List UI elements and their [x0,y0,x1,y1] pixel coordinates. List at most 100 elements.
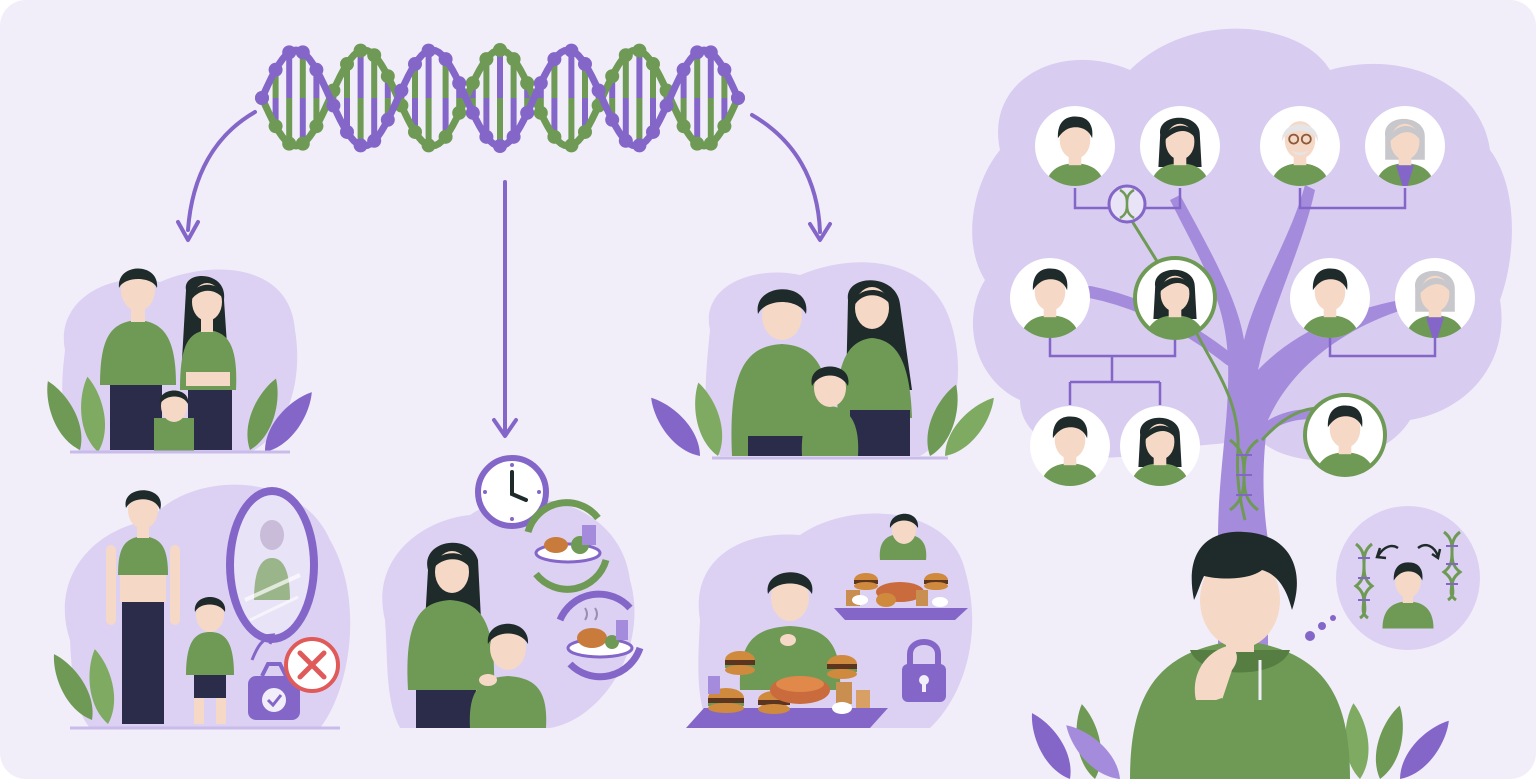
dna-node [659,98,674,113]
family-three-right [642,262,1003,464]
family-member-portrait [1290,258,1370,338]
family-member-portrait [1140,106,1220,186]
body-image-mirror [44,484,351,730]
family-three-left [37,268,321,459]
dna-node [520,105,535,120]
burger-icon [854,573,878,590]
dna-node [703,45,718,60]
family-member-portrait [1010,258,1090,338]
dna-node [295,45,310,60]
inheritance-bubble [1336,506,1480,650]
meal-cycle-icon [556,590,644,681]
arrow-middle [492,180,518,438]
mother-child-meals [382,455,644,728]
dna-node [564,43,579,58]
dna-node [353,43,368,58]
dna-icon [1107,184,1147,224]
dna-node [479,129,494,144]
dna-node [438,52,453,67]
dna-node [564,138,579,153]
dna-node [367,48,382,63]
dna-node [255,91,269,105]
dna-node [309,119,324,134]
dna-node [282,45,297,60]
dna-node [282,136,297,151]
dna-node [717,119,732,134]
meal-cycle-icon [524,499,610,593]
dna-node [506,129,521,144]
dna-node [421,43,436,58]
arrow-left [176,110,257,242]
dna-node [618,48,633,63]
scale-icon [248,662,300,720]
burger-icon [924,573,948,590]
dna-node [380,112,395,127]
dna-node [646,124,660,139]
lock-icon [902,639,946,702]
dna-node [591,83,606,98]
dna-node [520,76,535,91]
family-member-portrait [1133,256,1217,340]
dna-node [309,62,324,77]
family-member-portrait [1035,106,1115,186]
dna-node [676,119,691,134]
dna-node [632,138,647,153]
dna-node [408,124,422,139]
dna-node [578,57,592,72]
burger-icon [827,655,857,679]
dna-node [421,138,436,153]
dna-node [493,43,507,57]
dna-node [326,98,341,113]
dna-node [676,62,691,77]
dna-node [380,69,395,84]
dna-node [506,52,521,67]
dna-node [367,133,382,148]
family-member-portrait [1120,406,1200,486]
clock-icon [475,455,549,529]
dna-node [353,138,368,153]
dna-node [632,43,647,58]
dna-node [493,139,507,153]
family-member-portrait [1260,106,1340,186]
dna-node [646,57,660,72]
family-tree [972,28,1512,779]
dna-node [452,76,467,91]
dna-node [465,105,480,120]
dna-node [340,57,354,72]
dna-node [690,136,705,151]
arrow-right [750,113,832,242]
dna-node [533,76,548,91]
dna-node [690,45,705,60]
dna-icon [1353,542,1375,620]
family-member-portrait [1395,258,1475,338]
thought-icon [1305,615,1336,641]
dna-node [268,62,283,77]
dna-node [408,57,422,72]
dna-node [547,52,562,67]
dna-node [295,136,310,151]
dna-node [479,52,494,67]
dna-icon [1229,438,1259,512]
dna-node [703,136,718,151]
dna-node [605,112,620,127]
family-member-portrait [1030,406,1110,486]
child-overeating [686,513,973,728]
burger-icon [725,651,755,675]
dna-node [731,91,745,105]
dna-node [438,129,453,144]
dna-node [465,76,480,91]
dna-node [340,124,354,139]
dna-node [605,69,620,84]
dna-node [547,129,562,144]
dna-node [618,133,633,148]
family-member-portrait [1303,393,1387,477]
dna-node [394,83,409,98]
dna-helix [255,43,745,153]
dna-node [452,105,467,120]
dna-node [533,105,548,120]
dna-node [268,119,283,134]
thinking-person [1022,531,1458,779]
close-icon [284,637,340,693]
dna-icon [1441,530,1463,602]
